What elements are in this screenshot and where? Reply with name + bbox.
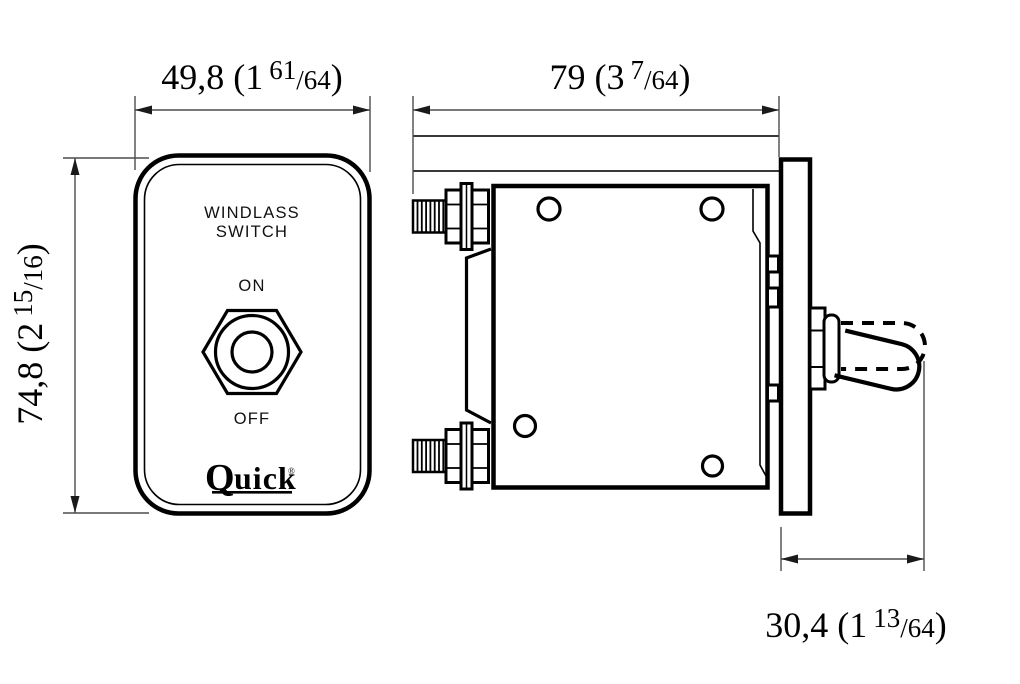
arrowhead-up-icon bbox=[70, 158, 80, 175]
windlass-label: WINDLASS bbox=[204, 204, 300, 222]
body-tab bbox=[766, 254, 780, 274]
mounting-hole bbox=[699, 196, 725, 222]
terminal-stud-bottom bbox=[411, 421, 490, 491]
off-label: OFF bbox=[234, 410, 271, 428]
mounting-hole bbox=[700, 454, 725, 478]
dimension-label-front-height: 74,8 (2 15/16) bbox=[8, 243, 50, 425]
dim-metric: 79 (3 bbox=[549, 57, 624, 97]
dim-metric: 30,4 (1 bbox=[765, 605, 867, 645]
on-label: ON bbox=[238, 277, 265, 295]
mounting-panel bbox=[778, 157, 813, 516]
arrowhead-left-icon bbox=[413, 105, 430, 115]
dim-frac-den: /16 bbox=[18, 255, 48, 290]
dim-close: ) bbox=[935, 605, 947, 645]
front-panel-inner-outline bbox=[143, 163, 362, 506]
dim-metric: 74,8 (2 bbox=[10, 323, 50, 425]
registered-trademark-icon: ® bbox=[288, 466, 295, 476]
body-left-protrusion bbox=[464, 247, 492, 425]
dimension-front-height: 74,8 (2 15/16) bbox=[8, 157, 149, 514]
dim-frac-den: /64 bbox=[644, 65, 679, 95]
body-tab bbox=[766, 383, 780, 403]
toggle-bushing bbox=[808, 306, 841, 391]
arrowhead-left-icon bbox=[781, 554, 798, 564]
arrowhead-right-icon bbox=[907, 554, 924, 564]
quick-logo-uick: uick bbox=[234, 460, 297, 496]
breaker-body-inner-edge bbox=[752, 189, 767, 477]
dim-frac-den: /64 bbox=[296, 65, 331, 95]
breaker-body bbox=[491, 183, 770, 490]
toggle-lever-solid-position bbox=[834, 328, 922, 392]
arrowhead-left-icon bbox=[135, 105, 152, 115]
front-panel-outline bbox=[133, 153, 372, 516]
dim-metric: 49,8 (1 bbox=[161, 57, 263, 97]
mounting-hole bbox=[536, 196, 562, 222]
arrowhead-right-icon bbox=[353, 105, 370, 115]
body-tab bbox=[766, 286, 780, 309]
dim-frac-den: /64 bbox=[900, 613, 935, 643]
dim-close: ) bbox=[331, 57, 343, 97]
toggle-base-inner-circle bbox=[230, 330, 274, 374]
arrowhead-down-icon bbox=[70, 496, 80, 513]
dim-frac-num: 15 bbox=[8, 290, 38, 317]
toggle-lever-dashed-position bbox=[841, 321, 927, 371]
dim-close: ) bbox=[10, 243, 50, 255]
toggle-base-outer-circle bbox=[213, 313, 291, 391]
terminal-stud-top bbox=[411, 182, 490, 251]
dim-frac-num: 13 bbox=[873, 603, 900, 633]
mounting-hole bbox=[512, 413, 538, 439]
switch-label: SWITCH bbox=[216, 223, 288, 241]
quick-logo-underline bbox=[212, 491, 292, 494]
side-view bbox=[411, 135, 927, 516]
quick-logo: Q uick ® bbox=[205, 457, 297, 499]
arrowhead-right-icon bbox=[762, 105, 779, 115]
dim-frac-num: 61 bbox=[269, 55, 296, 85]
toggle-bushing-cap bbox=[822, 313, 841, 384]
dim-close: ) bbox=[679, 57, 691, 97]
front-view: WINDLASS SWITCH ON OFF Q uick ® bbox=[133, 153, 372, 516]
dim-frac-num: 7 bbox=[630, 55, 644, 85]
toggle-hex-nut bbox=[201, 308, 303, 396]
